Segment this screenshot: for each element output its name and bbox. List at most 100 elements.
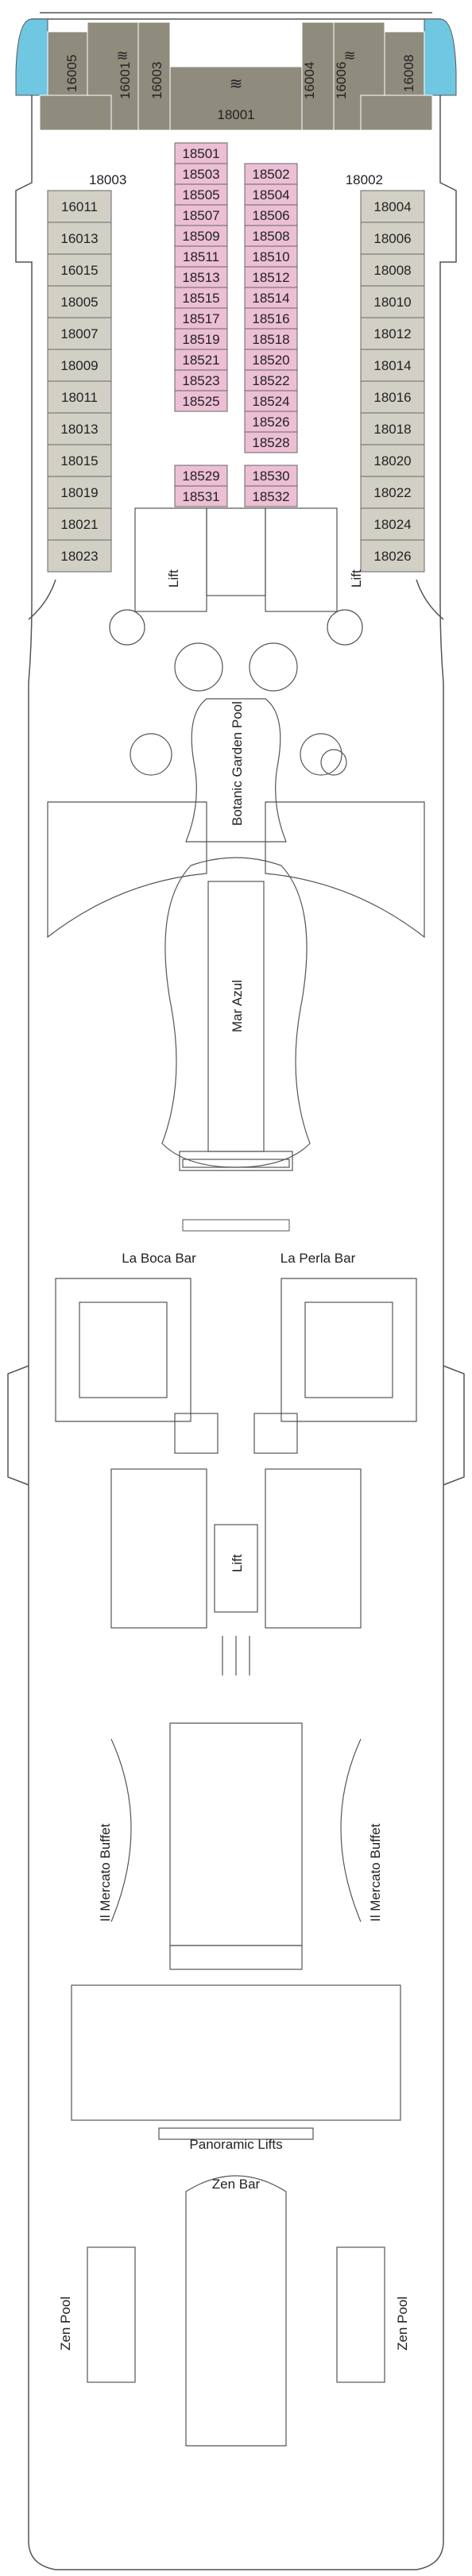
- cabin-18504: 18504: [252, 187, 289, 202]
- cabin-18520: 18520: [252, 353, 289, 368]
- cabin-18525-box: [174, 390, 228, 412]
- cabin-18515-box: [174, 287, 228, 309]
- cabin-18510-box: [244, 245, 298, 268]
- suite-16003: 16003: [149, 62, 164, 99]
- buffet-label-starboard: Il Mercato Buffet: [368, 1823, 383, 1922]
- cabin-16015: 16015: [60, 263, 98, 278]
- cabin-18012: 18012: [373, 326, 411, 341]
- cabin-18503: 18503: [182, 167, 219, 182]
- cabin-18521: 18521: [182, 353, 219, 368]
- buffet-label-port: Il Mercato Buffet: [98, 1823, 113, 1922]
- zen-pool-label-starboard: Zen Pool: [395, 2296, 410, 2350]
- cabin-18530-box: [244, 465, 298, 487]
- aft-layout: [71, 1984, 401, 2447]
- cabin-18013-box: [47, 412, 112, 445]
- cabin-18515: 18515: [182, 291, 219, 306]
- cabin-18015: 18015: [60, 453, 98, 469]
- cabin-18019-box: [47, 476, 112, 509]
- cabin-18015-box: [47, 444, 112, 477]
- cabin-18503-box: [174, 163, 228, 185]
- wave-icon: ≋: [116, 48, 128, 64]
- lift-label-port: Lift: [166, 569, 181, 588]
- cabin-18005: 18005: [60, 295, 98, 310]
- cabin-18509-box: [174, 225, 228, 247]
- cabin-18502: 18502: [252, 167, 289, 182]
- cabin-18005-box: [47, 285, 112, 318]
- cabin-18023: 18023: [60, 549, 98, 564]
- cabin-18511: 18511: [183, 249, 219, 264]
- la-boca-bar-label: La Boca Bar: [122, 1251, 196, 1266]
- cabin-18008: 18008: [373, 263, 411, 278]
- bow-suites: 18001 16001 16003 16004 16006 16005 1600…: [39, 21, 433, 187]
- cabin-18024: 18024: [373, 517, 411, 532]
- port-cabins: 1601116013160151800518007180091801118013…: [47, 190, 112, 573]
- suite-16004: 16004: [302, 62, 317, 99]
- cabin-18518: 18518: [252, 332, 289, 347]
- cabin-18511-box: [174, 245, 228, 268]
- cabin-18021: 18021: [60, 517, 98, 532]
- cabin-18501-box: [174, 142, 228, 164]
- cabin-18502-box: [244, 163, 298, 185]
- suite-16005: 16005: [64, 55, 79, 92]
- cabin-18009: 18009: [60, 358, 98, 373]
- botanic-garden-pool: [47, 698, 425, 939]
- cabin-18530: 18530: [252, 469, 289, 484]
- cabin-16015-box: [47, 253, 112, 287]
- cabin-18010-box: [360, 285, 425, 318]
- cabin-18523-box: [174, 369, 228, 391]
- mid-lift-label: Lift: [230, 1554, 245, 1572]
- cabin-18529: 18529: [182, 469, 219, 484]
- cabin-18514-box: [244, 287, 298, 309]
- cabin-18519-box: [174, 328, 228, 350]
- cabin-18526-box: [244, 411, 298, 433]
- wave-icon: ≋: [230, 75, 243, 93]
- mar-azul-label: Mar Azul: [230, 980, 245, 1032]
- cabin-18520-box: [244, 349, 298, 371]
- cabin-18012-box: [360, 317, 425, 350]
- mar-azul-pool: [161, 857, 311, 1171]
- cabin-18008-box: [360, 253, 425, 287]
- cabin-18024-box: [360, 507, 425, 541]
- cabin-18006-box: [360, 222, 425, 255]
- cabin-18531: 18531: [182, 489, 219, 504]
- cabin-16011: 16011: [61, 199, 98, 214]
- cabin-18517-box: [174, 307, 228, 330]
- cabin-18525: 18525: [182, 394, 219, 409]
- cabin-18532: 18532: [252, 489, 289, 504]
- forward-lift-block: [109, 507, 363, 692]
- cabin-18513-box: [174, 266, 228, 288]
- cabin-18018-box: [360, 412, 425, 445]
- cabin-18507-box: [174, 204, 228, 226]
- cabin-18505: 18505: [182, 187, 219, 202]
- cabin-18509: 18509: [182, 229, 219, 244]
- cabin-18020-box: [360, 444, 425, 477]
- cabin-18019: 18019: [60, 485, 98, 500]
- suite-16006: 16006: [334, 62, 349, 99]
- cabin-18007-box: [47, 317, 112, 350]
- mid-bar-counter: [182, 1219, 290, 1232]
- cabin-18004: 18004: [373, 199, 411, 214]
- cabin-18006: 18006: [373, 231, 411, 246]
- cabin-18507: 18507: [182, 208, 219, 223]
- cabin-18513: 18513: [182, 270, 219, 285]
- cabin-18528: 18528: [252, 435, 289, 450]
- cabin-18022: 18022: [373, 485, 411, 500]
- cabin-18026-box: [360, 539, 425, 573]
- cabin-18018: 18018: [373, 422, 411, 437]
- cabin-18506-box: [244, 204, 298, 226]
- zen-bar-label: Zen Bar: [212, 2177, 261, 2192]
- cabin-18014: 18014: [373, 358, 411, 373]
- bow-glass-starboard: [424, 18, 457, 96]
- cabin-18512-box: [244, 266, 298, 288]
- cabin-16011-box: [47, 190, 112, 223]
- zen-pool-label-port: Zen Pool: [58, 2296, 73, 2350]
- cabin-18506: 18506: [252, 208, 289, 223]
- il-mercato-buffet: [110, 1722, 362, 1970]
- inside-cabins: 1850118503185051850718509185111851318515…: [174, 142, 298, 507]
- cabin-18518-box: [244, 328, 298, 350]
- cabin-18021-box: [47, 507, 112, 541]
- cabin-18526: 18526: [252, 415, 289, 430]
- suite-18002: 18002: [346, 172, 383, 187]
- cabin-18014-box: [360, 349, 425, 382]
